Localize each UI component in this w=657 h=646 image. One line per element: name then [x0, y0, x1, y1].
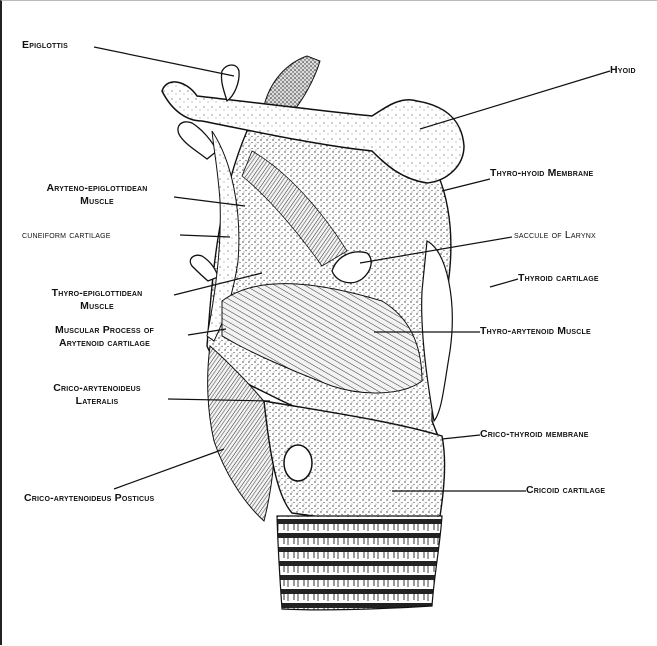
trachea-shape: [277, 516, 442, 610]
label-crico-arytenoideus-posticus: Crico-arytenoideus Posticus: [24, 492, 154, 505]
label-thyro-epiglottidean-muscle: Thyro-epiglottidean Muscle: [22, 287, 172, 313]
label-thyro-arytenoid-muscle: Thyro-arytenoid Muscle: [480, 325, 591, 338]
leader-epiglottis: [94, 47, 234, 76]
label-crico-arytenoideus-lateralis: Crico-arytenoideus Lateralis: [22, 382, 172, 408]
label-thyro-hyoid-membrane: Thyro-hyoid Membrane: [490, 167, 593, 180]
label-crico-thyroid-membrane: Crico-thyroid membrane: [480, 428, 589, 441]
label-saccule-of-larynx: saccule of Larynx: [514, 229, 596, 242]
arytenoid-horn-lower: [190, 255, 218, 281]
label-thyroid-cartilage: Thyroid cartilage: [518, 272, 599, 285]
leader-thyro-hyoid-membrane: [442, 179, 490, 191]
label-cuneiform-cartilage: cuneiform cartilage: [22, 229, 111, 242]
cricoid-process-knob: [284, 445, 312, 481]
hyoid-horn-shape: [221, 65, 239, 101]
leader-crico-thyroid: [442, 435, 480, 439]
leader-crico-posticus: [114, 449, 224, 489]
leader-thyroid-cartilage: [490, 279, 518, 287]
label-epiglottis: Epiglottis: [22, 39, 68, 52]
label-aryteno-epiglottidean-muscle: Aryteno-epiglottidean Muscle: [22, 182, 172, 208]
label-muscular-process: Muscular Process of Arytenoid cartilage: [22, 324, 187, 350]
arytenoid-horn-upper: [178, 122, 217, 159]
label-cricoid-cartilage: Cricoid cartilage: [526, 484, 605, 497]
label-hyoid: Hyoid: [610, 64, 636, 77]
leader-hyoid: [420, 71, 610, 129]
